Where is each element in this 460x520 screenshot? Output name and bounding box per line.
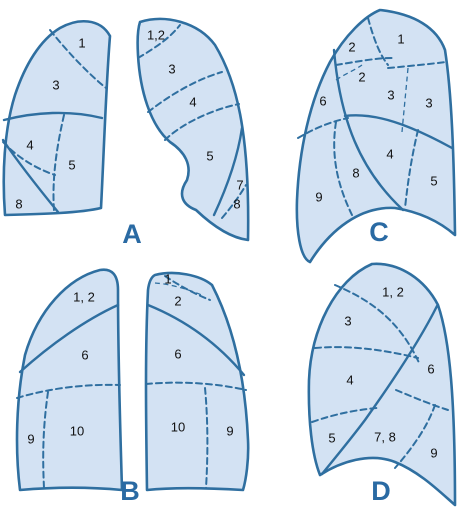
segment-label: 2 [358, 69, 365, 84]
oblique-fissure [18, 303, 120, 374]
segment-border [221, 184, 247, 219]
panel-c: 1 2 2 3 3 6 4 8 9 5 C [295, 8, 457, 264]
segment-border [52, 114, 65, 211]
oblique-fissure [1, 138, 60, 214]
segment-label: 6 [319, 93, 326, 108]
segment-label: 9 [430, 445, 437, 460]
segment-label: 1 [164, 271, 171, 286]
segment-border [394, 404, 436, 469]
segment-label: 1, 2 [382, 284, 404, 299]
segment-label: 5 [430, 173, 437, 188]
segment-label: 3 [425, 95, 432, 110]
panel-a-letter: A [122, 219, 142, 249]
segment-label: 9 [315, 189, 322, 204]
horizontal-fissure [343, 114, 454, 150]
horizontal-fissure [2, 111, 104, 122]
panel-a-left-lung: 1 3 4 5 8 [1, 20, 112, 217]
segment-border [49, 29, 107, 89]
segment-label: 10 [171, 419, 185, 434]
segment-label: 7, 8 [374, 429, 396, 444]
segment-label: 5 [328, 430, 335, 445]
segment-border [164, 103, 240, 141]
segment-border [154, 282, 205, 297]
segment-border [204, 387, 209, 489]
segment-label: 5 [68, 157, 75, 172]
segment-label: 1 [397, 31, 404, 46]
segment-label: 1, 2 [73, 289, 95, 304]
panel-a: 1 3 4 5 8 1,2 3 4 5 7 8 A [1, 17, 250, 249]
segment-label: 3 [344, 313, 351, 328]
segment-border [137, 24, 181, 59]
segment-label: 6 [427, 361, 434, 376]
oblique-fissure [332, 48, 405, 212]
segment-border [147, 71, 223, 113]
panel-d-letter: D [371, 476, 391, 506]
panel-b-left-lung: 1, 2 6 9 10 [15, 268, 124, 492]
segment-label: 1 [78, 35, 85, 50]
segment-label: 6 [81, 347, 88, 362]
segment-border [314, 346, 419, 359]
panel-b-letter: B [120, 476, 140, 506]
segment-label: 3 [387, 87, 394, 102]
segment-label: 8 [233, 196, 240, 211]
segment-label: 4 [189, 94, 196, 109]
segment-label: 1,2 [147, 27, 165, 42]
panel-a-right-lung: 1,2 3 4 5 7 8 [136, 17, 250, 242]
segment-label: 6 [174, 346, 181, 361]
segment-label: 4 [26, 137, 33, 152]
lung-outline [15, 268, 124, 492]
segment-label: 2 [348, 39, 355, 54]
segment-border [311, 407, 378, 423]
lung-outline [144, 271, 250, 492]
segment-border [164, 275, 211, 301]
lung-outline [2, 20, 112, 217]
segment-label: 8 [15, 196, 22, 211]
segment-border [297, 117, 349, 139]
segment-border [42, 391, 49, 489]
panel-d: 1, 2 3 4 6 5 7, 8 9 D [307, 262, 457, 507]
segment-border [16, 383, 121, 399]
segment-label: 9 [226, 423, 233, 438]
segment-border [333, 121, 353, 216]
panel-c-letter: C [369, 217, 389, 247]
lung-outline [307, 262, 457, 507]
segment-border [334, 284, 421, 366]
segment-label: 4 [386, 146, 393, 161]
segment-label: 5 [206, 148, 213, 163]
segment-border [387, 61, 447, 69]
segment-label: 3 [52, 77, 59, 92]
panel-b-right-lung: 1 2 6 10 9 [144, 271, 250, 492]
segment-label: 8 [352, 165, 359, 180]
segment-border [335, 64, 363, 81]
segment-border [2, 141, 56, 176]
segment-border [404, 129, 419, 209]
segment-label: 9 [27, 431, 34, 446]
segment-border [335, 57, 393, 66]
oblique-fissure [320, 304, 439, 476]
segment-border [145, 381, 247, 391]
segment-label: 3 [168, 61, 175, 76]
segment-border [367, 17, 389, 66]
segment-label: 7 [236, 177, 243, 192]
segment-label: 4 [346, 372, 353, 387]
segment-label: 10 [70, 423, 84, 438]
segment-label: 2 [174, 293, 181, 308]
oblique-fissure [212, 126, 244, 217]
segment-border [395, 389, 449, 411]
lung-outline [136, 17, 250, 242]
panel-b: 1, 2 6 9 10 1 2 6 10 9 B [15, 268, 250, 506]
oblique-fissure [146, 303, 246, 377]
